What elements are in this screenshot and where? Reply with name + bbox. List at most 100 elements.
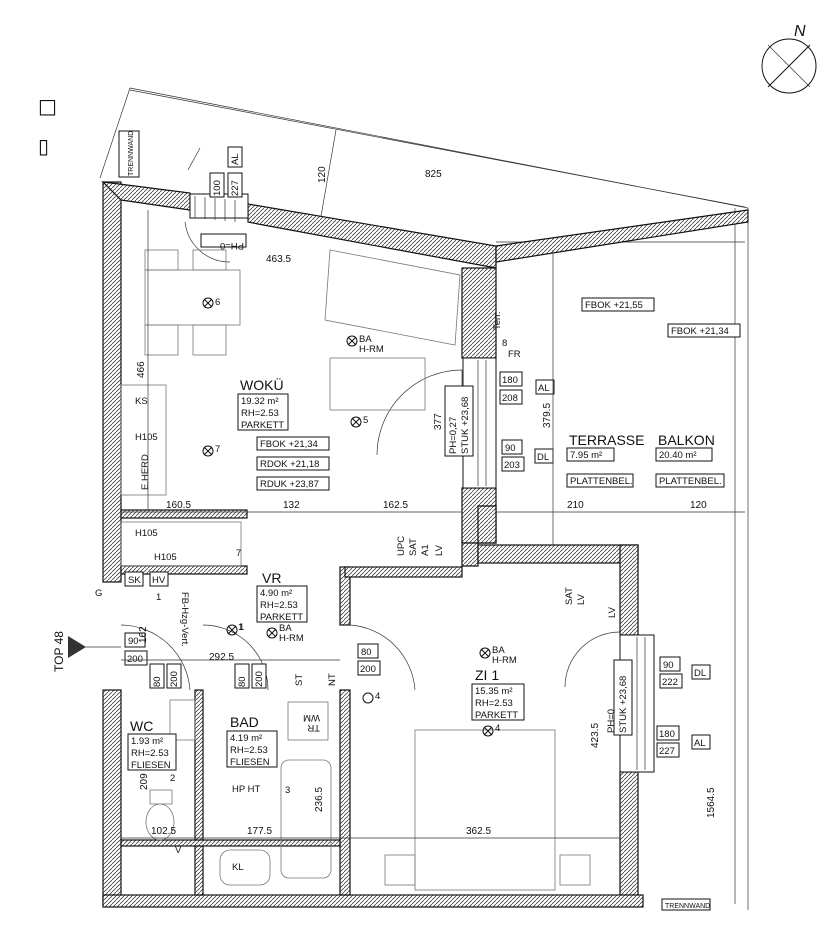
svg-text:292.5: 292.5 — [209, 652, 234, 663]
svg-text:E.HERD: E.HERD — [140, 454, 151, 490]
svg-text:PH=0,27: PH=0,27 — [448, 417, 459, 454]
svg-text:90: 90 — [128, 636, 139, 647]
svg-text:VR: VR — [262, 570, 281, 586]
room-zi1: ZI 1 15.35 m² RH=2.53 PARKETT — [471, 667, 525, 721]
svg-text:90: 90 — [663, 660, 674, 671]
svg-text:120: 120 — [317, 166, 328, 183]
svg-text:1: 1 — [239, 622, 244, 633]
side-glyph-2: ▯ — [38, 134, 50, 158]
svg-text:8: 8 — [502, 338, 507, 349]
svg-text:4: 4 — [375, 691, 380, 702]
svg-text:KS: KS — [135, 396, 148, 407]
svg-text:463.5: 463.5 — [266, 254, 291, 265]
svg-text:377: 377 — [433, 413, 444, 430]
svg-text:180: 180 — [502, 375, 518, 386]
svg-text:G: G — [95, 588, 102, 599]
svg-text:ST: ST — [294, 674, 305, 686]
room-wokue: WOKÜ 19.32 m² RH=2.53 PARKETT — [237, 376, 289, 431]
svg-text:1.93 m²: 1.93 m² — [131, 736, 163, 747]
svg-text:WM: WM — [303, 712, 320, 723]
room-name: WOKÜ — [240, 376, 284, 393]
svg-text:825: 825 — [425, 169, 442, 180]
svg-text:AL: AL — [230, 153, 241, 165]
svg-text:BA: BA — [359, 334, 372, 345]
top-label: TOP 48 — [52, 631, 66, 672]
svg-text:H-RM: H-RM — [359, 344, 384, 355]
svg-text:RH=2.53: RH=2.53 — [230, 745, 268, 756]
svg-text:80: 80 — [237, 676, 248, 687]
svg-text:208: 208 — [502, 393, 518, 404]
opening-tags: 100 227 AL 180 208 AL 90 203 DL 90 222 D… — [124, 146, 711, 758]
trennwand-top: TRENNWAND — [118, 130, 140, 178]
svg-text:HP HT: HP HT — [232, 784, 261, 795]
svg-text:LV: LV — [607, 606, 618, 618]
svg-text:V: V — [175, 845, 182, 856]
svg-text:15.35 m²: 15.35 m² — [475, 686, 513, 697]
svg-text:RH=2.53: RH=2.53 — [131, 748, 169, 759]
svg-text:LV: LV — [434, 544, 445, 556]
svg-text:209: 209 — [139, 773, 150, 790]
furniture — [120, 249, 591, 891]
svg-text:H105: H105 — [154, 552, 177, 563]
svg-text:2: 2 — [170, 773, 175, 784]
svg-text:FBOK +21,34: FBOK +21,34 — [671, 326, 729, 337]
svg-text:RH=2.53: RH=2.53 — [241, 408, 279, 419]
room-terrasse: TERRASSE 7.95 m² PLATTENBEL. — [566, 432, 644, 488]
side-glyph-1: □ — [38, 94, 57, 118]
window-top[interactable] — [189, 193, 249, 222]
svg-text:1: 1 — [238, 622, 243, 633]
svg-text:FLIESEN: FLIESEN — [131, 760, 171, 771]
svg-text:162: 162 — [138, 626, 149, 643]
svg-text:362.5: 362.5 — [466, 826, 491, 837]
svg-text:BALKON: BALKON — [658, 432, 715, 448]
svg-text:AL: AL — [694, 738, 706, 749]
svg-text:7: 7 — [236, 548, 241, 559]
svg-text:379.5: 379.5 — [542, 403, 553, 428]
svg-text:80: 80 — [361, 647, 372, 658]
svg-text:PLATTENBEL.: PLATTENBEL. — [659, 476, 722, 487]
svg-text:132: 132 — [283, 500, 300, 511]
room-bad: BAD 4.19 m² RH=2.53 FLIESEN — [226, 714, 278, 768]
svg-text:DL: DL — [537, 452, 549, 463]
svg-text:FLIESEN: FLIESEN — [230, 757, 270, 768]
svg-text:1: 1 — [156, 592, 161, 603]
svg-text:PARKETT: PARKETT — [241, 420, 284, 431]
svg-text:H105: H105 — [135, 432, 158, 443]
svg-text:5: 5 — [363, 415, 368, 426]
level-markers: FBOK +21,55 FBOK +21,34 FBOK +21,34 RDOK… — [200, 233, 741, 736]
svg-text:PLATTENBEL.: PLATTENBEL. — [570, 476, 633, 487]
svg-text:BA: BA — [492, 645, 505, 656]
svg-text:HV: HV — [152, 575, 166, 586]
svg-text:RH=2.53: RH=2.53 — [475, 698, 513, 709]
svg-text:H-RM: H-RM — [492, 655, 517, 666]
svg-text:80: 80 — [152, 676, 163, 687]
svg-text:UPC: UPC — [396, 536, 407, 556]
svg-text:7: 7 — [215, 444, 220, 455]
svg-text:1564.5: 1564.5 — [706, 787, 717, 818]
svg-text:200: 200 — [127, 654, 143, 665]
svg-text:H105: H105 — [135, 528, 158, 539]
svg-text:AL: AL — [538, 383, 550, 394]
svg-text:162.5: 162.5 — [383, 500, 408, 511]
svg-text:TRENNWAND: TRENNWAND — [665, 903, 710, 910]
svg-text:FBOK +21,55: FBOK +21,55 — [585, 300, 643, 311]
svg-text:7.95 m²: 7.95 m² — [570, 450, 602, 461]
svg-text:LV: LV — [576, 593, 587, 605]
svg-text:RDOK +21,18: RDOK +21,18 — [260, 459, 319, 470]
svg-text:TERRASSE: TERRASSE — [569, 432, 644, 448]
svg-text:PH=0: PH=0 — [220, 240, 244, 251]
svg-text:177.5: 177.5 — [247, 826, 272, 837]
trennwand-bottom: TRENNWAND — [661, 898, 711, 911]
fixtures: 6 BA H-RM 5 7 KS H105 E.HERD H105 H105 S… — [95, 297, 618, 873]
svg-text:TR: TR — [307, 722, 320, 733]
svg-text:RDUK +23,87: RDUK +23,87 — [260, 479, 319, 490]
svg-text:Terr.: Terr. — [492, 312, 503, 330]
svg-text:RH=2.53: RH=2.53 — [260, 600, 298, 611]
svg-text:180: 180 — [659, 729, 675, 740]
svg-text:200: 200 — [254, 671, 265, 687]
svg-text:PH=0: PH=0 — [606, 709, 617, 733]
svg-text:TRENNWAND: TRENNWAND — [128, 131, 135, 176]
svg-text:FBOK +21,34: FBOK +21,34 — [260, 439, 318, 450]
svg-text:4.19 m²: 4.19 m² — [230, 733, 262, 744]
